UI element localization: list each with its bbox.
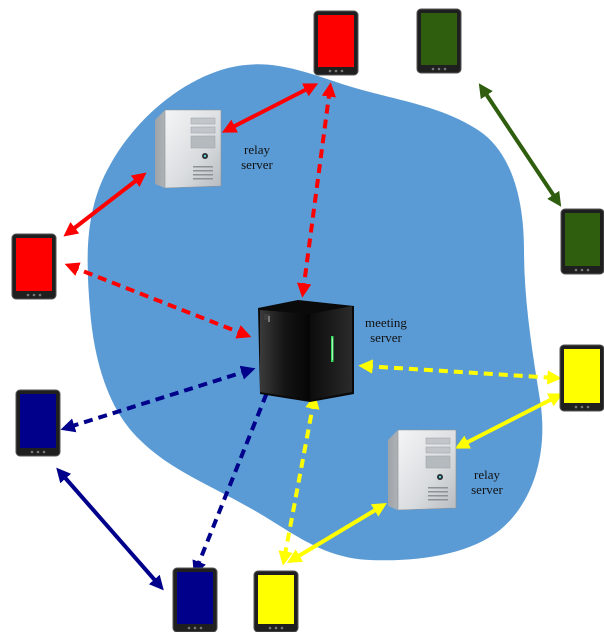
- meeting-server-icon[interactable]: [258, 300, 354, 402]
- phone-blue-left[interactable]: [15, 389, 61, 457]
- edge-meeting-server-to-phone-yellow-right: [358, 359, 562, 385]
- meeting-server-label: meeting server: [352, 315, 420, 345]
- relay-bottom-label-line2: server: [471, 482, 503, 497]
- edge-relay-server-top-to-phone-red-left: [63, 172, 147, 237]
- edge-phone-blue-left-to-phone-blue-bottom: [56, 467, 164, 591]
- phone-yellow-right[interactable]: [559, 344, 604, 412]
- phone-green-top[interactable]: [416, 8, 462, 74]
- meeting-label-line1: meeting: [365, 315, 407, 330]
- phone-red-top[interactable]: [313, 10, 359, 76]
- relay-server-top-icon[interactable]: [155, 109, 222, 189]
- connection-edges: [56, 82, 564, 591]
- edge-meeting-server-to-phone-blue-bottom: [192, 374, 276, 576]
- edge-phone-green-top-to-phone-green-right: [478, 83, 562, 207]
- phone-red-left[interactable]: [11, 233, 57, 300]
- relay-server-bottom-icon[interactable]: [388, 429, 457, 511]
- phone-blue-bottom[interactable]: [172, 567, 218, 632]
- relay-top-label-line1: relay: [244, 142, 270, 157]
- edge-meeting-server-to-phone-red-top: [296, 82, 337, 298]
- relay-server-top-label: relay server: [226, 142, 288, 172]
- edge-relay-server-bottom-to-phone-yellow-right: [454, 393, 564, 449]
- meeting-label-line2: server: [370, 330, 402, 345]
- phone-yellow-bottom[interactable]: [253, 570, 299, 632]
- relay-bottom-label-line1: relay: [474, 467, 500, 482]
- relay-server-bottom-label: relay server: [456, 467, 518, 497]
- edge-meeting-server-to-phone-yellow-bottom: [278, 394, 320, 566]
- phone-green-right[interactable]: [560, 208, 604, 275]
- relay-top-label-line2: server: [241, 157, 273, 172]
- edge-meeting-server-to-phone-red-left: [64, 262, 252, 339]
